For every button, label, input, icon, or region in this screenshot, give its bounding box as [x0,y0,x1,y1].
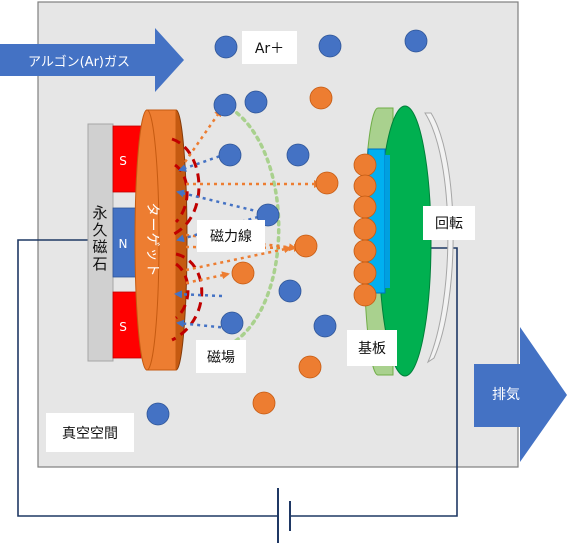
exhaust-arrow [474,327,567,462]
target-label: ターゲット [144,203,160,278]
permanent-magnet-label: 永久磁石 [90,205,109,273]
ar-ion-arrows [174,152,261,330]
magnetic-field-label: 磁場 [196,340,246,373]
rotation-arrow [424,112,454,364]
target-face [134,109,160,371]
vacuum-space-label: 真空空間 [46,413,134,452]
rotation-label: 回転 [423,206,475,240]
magnetic-field-lines-label: 磁力線 [197,220,265,252]
magnetic-field-green-line [212,99,281,353]
circuit-wire-left [17,239,278,517]
ar-ion-label: Ar＋ [242,31,297,64]
exhaust-label: 排気 [492,387,520,403]
pole-n-label: N [119,237,128,251]
pole-s-top-label: S [119,154,127,168]
substrate-label: 基板 [347,330,397,366]
deposited-particles [353,153,377,307]
pole-s-bottom-label: S [119,320,127,334]
substrate-plate-edge [385,155,390,288]
argon-gas-label: アルゴン(Ar)ガス [28,54,130,70]
argon-gas-arrow [0,28,184,92]
free-particles [146,29,428,426]
